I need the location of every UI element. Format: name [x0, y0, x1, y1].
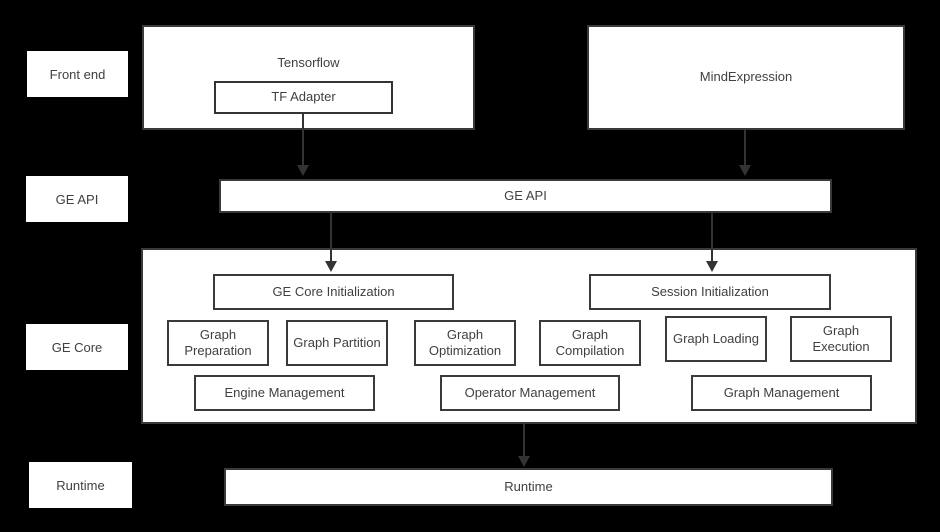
tensorflow-label: Tensorflow — [277, 55, 340, 70]
arrow-down-icon — [518, 424, 530, 467]
operator-management-box: Operator Management — [440, 375, 620, 411]
runtime-bar: Runtime — [224, 468, 833, 506]
module-box-graph-preparation: Graph Preparation — [167, 320, 269, 366]
arrow-down-icon — [706, 212, 718, 272]
layer-label-ge-api: GE API — [26, 176, 128, 222]
session-initialization-box: Session Initialization — [589, 274, 831, 310]
ge-api-bar: GE API — [219, 179, 832, 213]
engine-management-box: Engine Management — [194, 375, 375, 411]
module-box-graph-execution: Graph Execution — [790, 316, 892, 362]
module-box-graph-optimization: Graph Optimization — [414, 320, 516, 366]
tf-adapter-box: TF Adapter — [214, 81, 393, 114]
module-box-graph-compilation: Graph Compilation — [539, 320, 641, 366]
module-box-graph-loading: Graph Loading — [665, 316, 767, 362]
arrow-down-icon — [297, 114, 309, 176]
layer-label-ge-core: GE Core — [26, 324, 128, 370]
module-box-graph-partition: Graph Partition — [286, 320, 388, 366]
arrow-down-icon — [325, 212, 337, 272]
graph-management-box: Graph Management — [691, 375, 872, 411]
layer-label-front-end: Front end — [27, 51, 128, 97]
layer-label-runtime: Runtime — [29, 462, 132, 508]
ge-core-container: GE Core Initialization Session Initializ… — [141, 248, 917, 424]
ge-core-initialization-box: GE Core Initialization — [213, 274, 454, 310]
tensorflow-box: Tensorflow TF Adapter — [142, 25, 475, 130]
mindexpression-box: MindExpression — [587, 25, 905, 130]
arrow-down-icon — [739, 130, 751, 176]
